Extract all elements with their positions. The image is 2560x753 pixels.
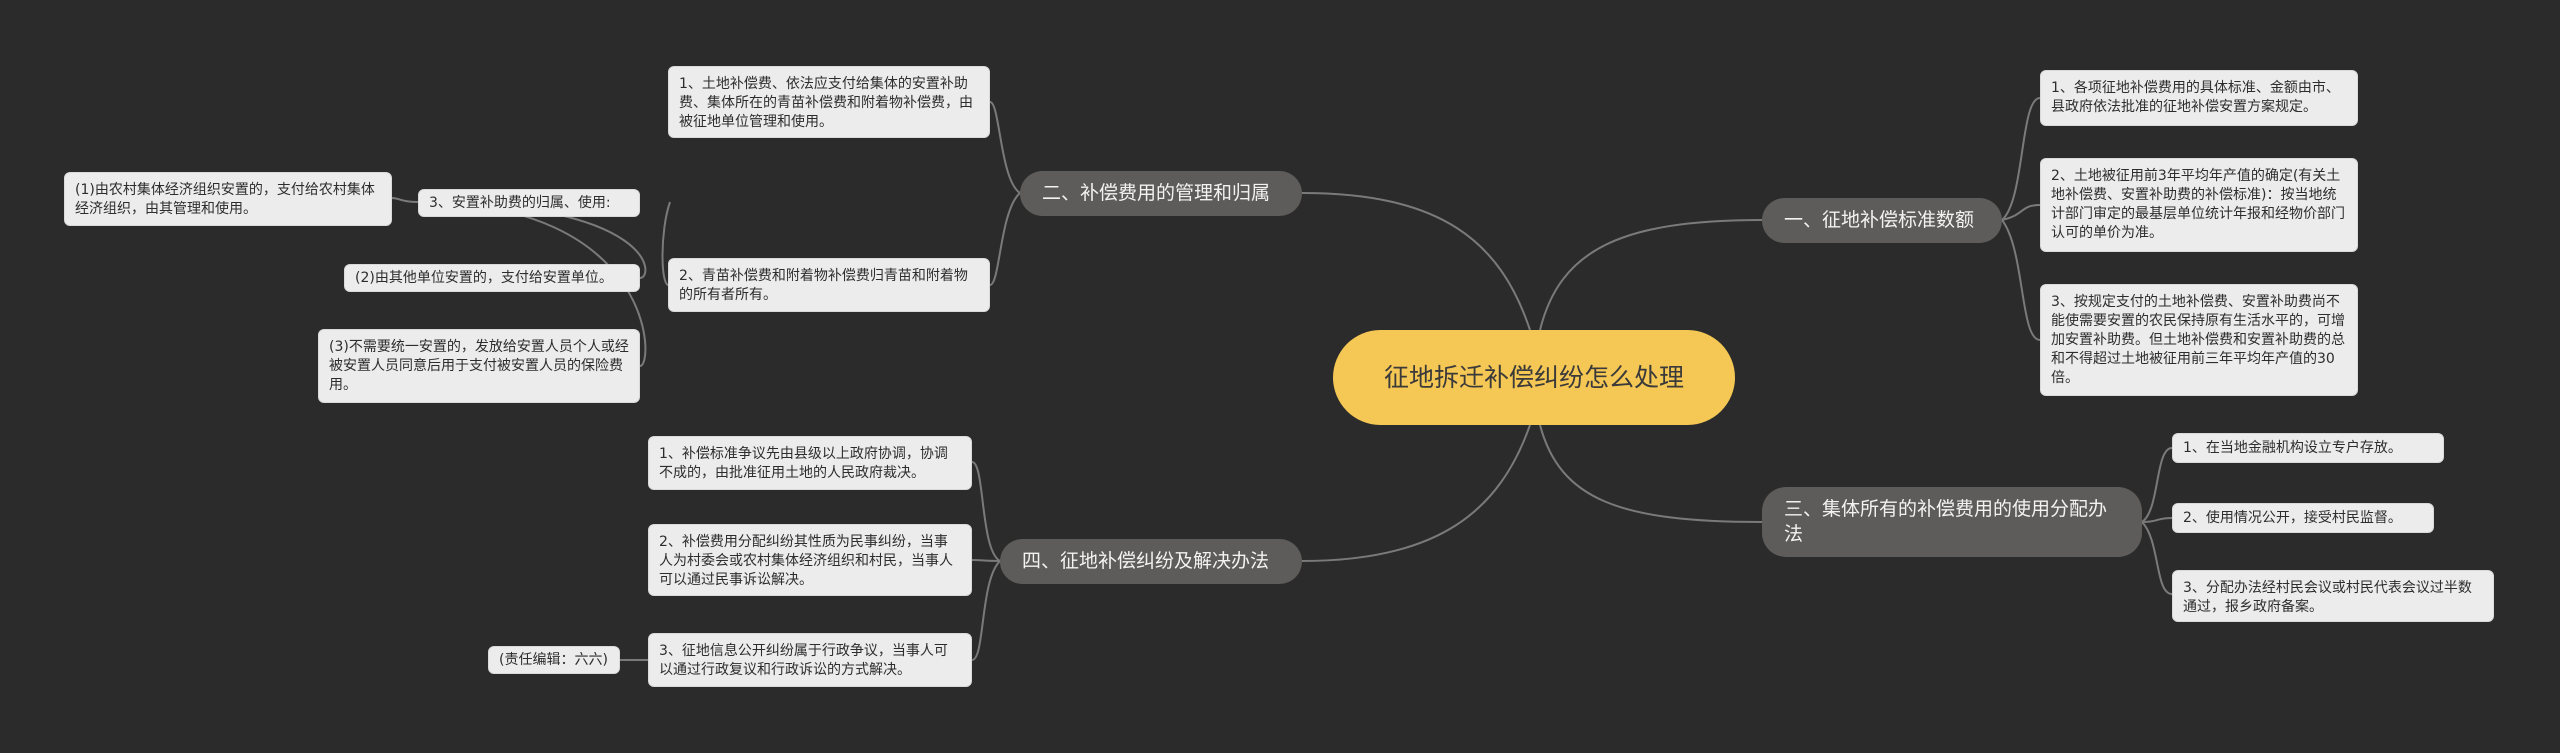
link-b4-2 xyxy=(971,559,1001,562)
leaf-node[interactable]: (责任编辑：六六) xyxy=(488,646,620,674)
leaf-node[interactable]: 2、土地被征用前3年平均年产值的确定(有关土地补偿费、安置补助费的补偿标准)：按… xyxy=(2040,158,2358,252)
link-root-b1 xyxy=(1539,219,1763,331)
leaf-node[interactable]: 1、土地补偿费、依法应支付给集体的安置补助费、集体所在的青苗补偿费和附着物补偿费… xyxy=(668,66,990,138)
link-root-b4 xyxy=(1301,424,1531,562)
leaf-node[interactable]: 2、青苗补偿费和附着物补偿费归青苗和附着物的所有者所有。 xyxy=(668,258,990,312)
leaf-node[interactable]: 3、征地信息公开纠纷属于行政争议，当事人可以通过行政复议和行政诉讼的方式解决。 xyxy=(648,633,972,687)
leaf-node[interactable]: (2)由其他单位安置的，支付给安置单位。 xyxy=(344,264,640,292)
branch-node-4[interactable]: 四、征地补偿纠纷及解决办法 xyxy=(1000,539,1302,584)
link-b2-2 xyxy=(989,192,1021,286)
leaf-node[interactable]: 1、在当地金融机构设立专户存放。 xyxy=(2172,433,2444,463)
leaf-node[interactable]: 2、补偿费用分配纠纷其性质为民事纠纷，当事人为村委会或农村集体经济组织和村民，当… xyxy=(648,524,972,596)
link-b1-2 xyxy=(2001,204,2041,221)
link-b3-3 xyxy=(2141,521,2173,595)
leaf-node[interactable]: 3、按规定支付的土地补偿费、安置补助费尚不能使需要安置的农民保持原有生活水平的，… xyxy=(2040,284,2358,396)
branch-node-2[interactable]: 二、补偿费用的管理和归属 xyxy=(1020,171,1302,216)
root-node[interactable]: 征地拆迁补偿纠纷怎么处理 xyxy=(1333,330,1735,425)
link-b4-3 xyxy=(971,560,1001,661)
leaf-node[interactable]: 3、安置补助费的归属、使用: xyxy=(418,189,640,217)
leaf-node[interactable]: (3)不需要统一安置的，发放给安置人员个人或经被安置人员同意后用于支付被安置人员… xyxy=(318,329,640,403)
link-b3-1 xyxy=(2141,447,2173,523)
leaf-node[interactable]: 1、各项征地补偿费用的具体标准、金额由市、县政府依法批准的征地补偿安置方案规定。 xyxy=(2040,70,2358,126)
branch-node-1[interactable]: 一、征地补偿标准数额 xyxy=(1762,198,2002,243)
leaf-node[interactable]: (1)由农村集体经济组织安置的，支付给农村集体经济组织，由其管理和使用。 xyxy=(64,172,392,226)
link-b3-2 xyxy=(2141,517,2173,523)
link-b1-3 xyxy=(2001,219,2041,341)
link-root-b2 xyxy=(1301,192,1531,331)
link-b2-3 xyxy=(661,201,671,287)
leaf-node[interactable]: 1、补偿标准争议先由县级以上政府协调，协调不成的，由批准征用土地的人民政府裁决。 xyxy=(648,436,972,490)
leaf-node[interactable]: 2、使用情况公开，接受村民监督。 xyxy=(2172,503,2434,533)
link-b4-1 xyxy=(971,461,1001,562)
link-b2-3-1 xyxy=(391,197,419,203)
link-b1-1 xyxy=(2001,97,2041,221)
branch-node-3[interactable]: 三、集体所有的补偿费用的使用分配办法 xyxy=(1762,487,2142,557)
link-b2-1 xyxy=(989,101,1021,194)
link-root-b3 xyxy=(1539,424,1763,523)
leaf-node[interactable]: 3、分配办法经村民会议或村民代表会议过半数通过，报乡政府备案。 xyxy=(2172,570,2494,622)
